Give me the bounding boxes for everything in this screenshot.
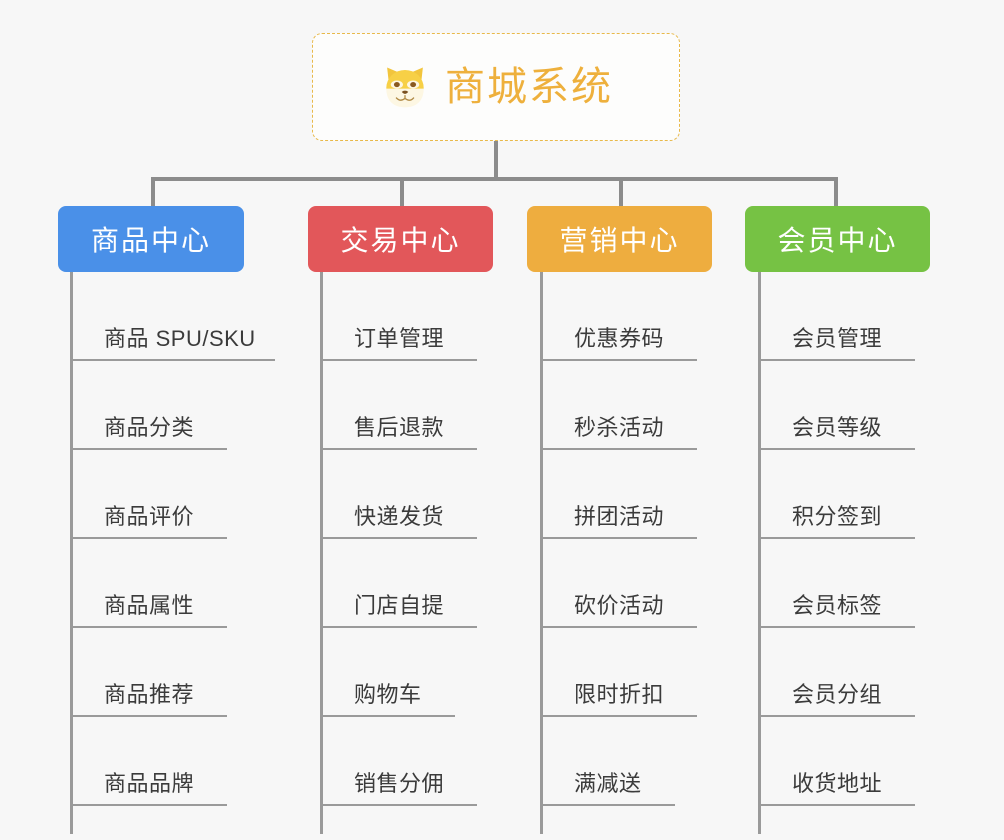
leaf-underline [70, 804, 227, 806]
leaf-underline [758, 715, 915, 717]
shiba-dog-face-icon [379, 61, 431, 113]
category-header-3-label: 营销中心 [559, 225, 680, 256]
leaf-item[interactable]: 商品品牌 [70, 717, 227, 806]
leaf-underline [320, 626, 477, 628]
leaf-label: 商品品牌 [104, 771, 195, 796]
branch-spine-2 [320, 272, 323, 834]
leaf-item[interactable]: 秒杀活动 [540, 361, 697, 450]
leaf-label: 商品分类 [104, 415, 195, 440]
leaf-item[interactable]: 门店自提 [320, 539, 477, 628]
leaf-underline [540, 804, 675, 806]
leaf-underline [540, 537, 697, 539]
leaf-label: 购物车 [354, 682, 422, 707]
leaf-underline [320, 804, 477, 806]
leaf-underline [320, 537, 477, 539]
leaf-label: 商品属性 [104, 593, 195, 618]
connector-drop-2 [400, 177, 404, 207]
leaf-item[interactable]: 商品评价 [70, 450, 227, 539]
leaf-item[interactable]: 商品 SPU/SKU [70, 272, 275, 361]
leaf-item[interactable]: 售后退款 [320, 361, 477, 450]
leaf-item[interactable]: 收货地址 [758, 717, 915, 806]
connector-drop-3 [619, 177, 623, 207]
category-header-1[interactable]: 商品中心 [58, 206, 244, 272]
leaf-underline [540, 715, 697, 717]
leaf-label: 售后退款 [354, 415, 445, 440]
leaf-label: 商品推荐 [104, 682, 195, 707]
leaf-label: 商品 SPU/SKU [104, 326, 256, 351]
leaf-underline [320, 715, 455, 717]
leaf-item[interactable]: 销售分佣 [320, 717, 477, 806]
leaf-item[interactable]: 会员标签 [758, 539, 915, 628]
category-header-3[interactable]: 营销中心 [527, 206, 712, 272]
leaf-item[interactable]: 会员等级 [758, 361, 915, 450]
branch-spine-1 [70, 272, 73, 834]
branch-spine-3 [540, 272, 543, 834]
connector-horizontal-bar [151, 177, 838, 181]
leaf-item[interactable]: 会员管理 [758, 272, 915, 361]
connector-drop-1 [151, 177, 155, 207]
leaf-item[interactable]: 限时折扣 [540, 628, 697, 717]
category-header-1-label: 商品中心 [90, 225, 211, 256]
leaf-label: 收货地址 [792, 771, 883, 796]
category-header-2-label: 交易中心 [340, 225, 461, 256]
leaf-underline [758, 626, 915, 628]
leaf-underline [758, 448, 915, 450]
leaf-underline [540, 359, 697, 361]
leaf-label: 会员分组 [792, 682, 883, 707]
leaf-item[interactable]: 砍价活动 [540, 539, 697, 628]
leaf-label: 会员管理 [792, 326, 883, 351]
leaf-label: 快递发货 [354, 504, 445, 529]
leaf-underline [70, 626, 227, 628]
leaf-item[interactable]: 快递发货 [320, 450, 477, 539]
leaf-underline [758, 359, 915, 361]
category-header-4[interactable]: 会员中心 [745, 206, 930, 272]
leaf-item[interactable]: 会员分组 [758, 628, 915, 717]
leaf-item[interactable]: 商品分类 [70, 361, 227, 450]
leaf-label: 商品评价 [104, 504, 195, 529]
connector-root-stem [494, 141, 498, 179]
category-header-4-label: 会员中心 [777, 225, 898, 256]
connector-drop-4 [834, 177, 838, 207]
leaf-label: 限时折扣 [574, 682, 665, 707]
leaf-label: 积分签到 [792, 504, 883, 529]
leaf-label: 门店自提 [354, 593, 445, 618]
leaf-item[interactable]: 拼团活动 [540, 450, 697, 539]
leaf-item[interactable]: 订单管理 [320, 272, 477, 361]
leaf-label: 销售分佣 [354, 771, 445, 796]
leaf-item[interactable]: 商品属性 [70, 539, 227, 628]
leaf-item[interactable]: 满减送 [540, 717, 675, 806]
leaf-item[interactable]: 积分签到 [758, 450, 915, 539]
leaf-label: 订单管理 [354, 326, 445, 351]
leaf-label: 会员等级 [792, 415, 883, 440]
leaf-underline [70, 359, 275, 361]
leaf-item[interactable]: 商品推荐 [70, 628, 227, 717]
leaf-label: 砍价活动 [574, 593, 665, 618]
leaf-underline [320, 448, 477, 450]
leaf-label: 会员标签 [792, 593, 883, 618]
root-node[interactable]: 商城系统 [312, 33, 680, 141]
leaf-underline [320, 359, 477, 361]
leaf-underline [758, 804, 915, 806]
leaf-label: 拼团活动 [574, 504, 665, 529]
leaf-label: 满减送 [574, 771, 642, 796]
category-header-2[interactable]: 交易中心 [308, 206, 493, 272]
leaf-underline [540, 626, 697, 628]
leaf-label: 优惠券码 [574, 326, 665, 351]
root-title: 商城系统 [445, 65, 613, 109]
leaf-underline [70, 448, 227, 450]
branch-spine-4 [758, 272, 761, 834]
leaf-label: 秒杀活动 [574, 415, 665, 440]
leaf-item[interactable]: 购物车 [320, 628, 455, 717]
leaf-item[interactable]: 优惠券码 [540, 272, 697, 361]
leaf-underline [540, 448, 697, 450]
leaf-underline [758, 537, 915, 539]
leaf-underline [70, 715, 227, 717]
leaf-underline [70, 537, 227, 539]
